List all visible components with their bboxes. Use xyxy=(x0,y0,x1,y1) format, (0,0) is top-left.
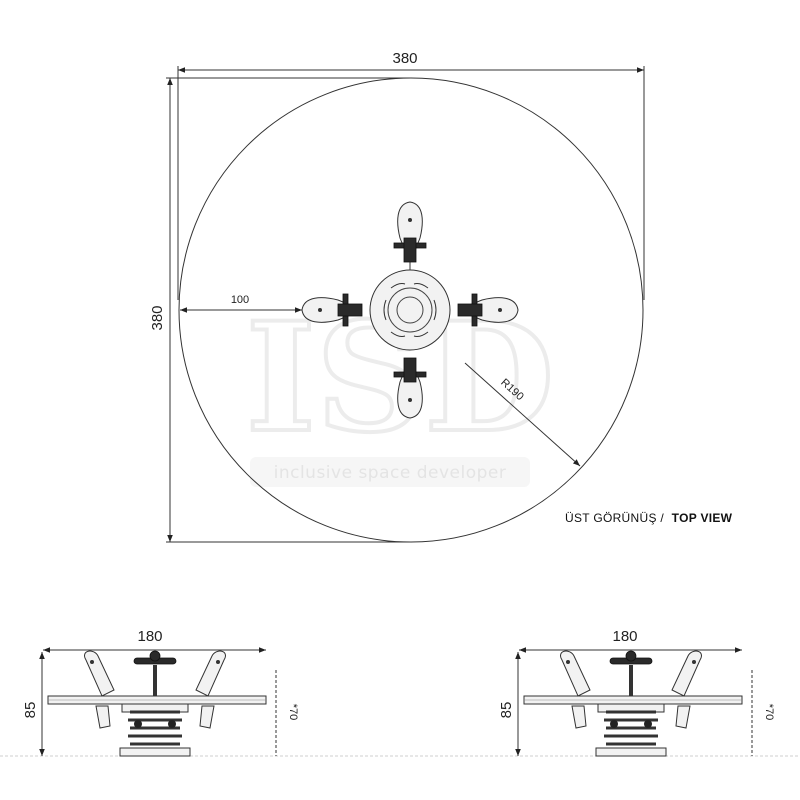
side-left-height-label: 85 xyxy=(22,702,39,719)
side-view-left: 180 85 *70 xyxy=(22,628,299,757)
side-left-seat-label: *70 xyxy=(287,704,299,721)
watermark-tagline: inclusive space developer xyxy=(274,463,507,483)
seat-east xyxy=(457,293,519,327)
height-dimension-label: 380 xyxy=(149,305,166,330)
side-right-seat-label: *70 xyxy=(763,704,775,721)
width-dimension-label: 380 xyxy=(392,50,417,67)
top-view-label-tr: ÜST GÖRÜNÜŞ / xyxy=(565,511,664,525)
watermark-banner xyxy=(250,457,530,487)
side-right-width-label: 180 xyxy=(612,628,637,645)
top-view-label: ÜST GÖRÜNÜŞ / TOP VIEW xyxy=(565,511,733,525)
central-hub xyxy=(369,269,451,351)
seat-north xyxy=(393,201,427,270)
side-view-right: 180 85 *70 xyxy=(498,628,775,757)
radius-dimension-line xyxy=(464,362,581,467)
seat-south xyxy=(393,357,427,419)
seat-west xyxy=(301,293,363,327)
side-left-width-label: 180 xyxy=(137,628,162,645)
top-view-label-en: TOP VIEW xyxy=(672,511,733,525)
side-left-equipment xyxy=(47,650,267,757)
offset-dimension-label: 100 xyxy=(231,294,249,306)
side-right-equipment xyxy=(523,650,743,757)
side-right-height-label: 85 xyxy=(498,702,515,719)
